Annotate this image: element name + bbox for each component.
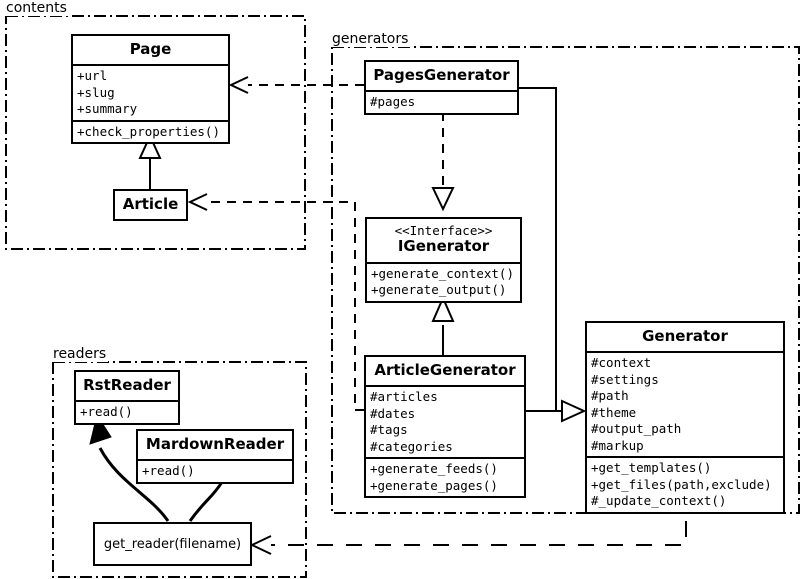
attribute-item: #theme	[591, 404, 637, 420]
attribute-item: #output_path	[591, 421, 682, 437]
attribute-item: #path	[591, 388, 629, 404]
class-name-page: Page	[129, 40, 172, 58]
class-operations-page: +check_properties()	[73, 119, 228, 143]
connector-pagesgenerator-to-page	[228, 76, 364, 94]
package-frame-readers	[52, 361, 307, 578]
class-box-rstreader[interactable]: RstReader +read()	[74, 370, 180, 425]
connector-generator-to-getreader	[249, 492, 687, 555]
operation-item: +read()	[80, 404, 133, 420]
class-stereotype-igenerator: <<Interface>>	[394, 223, 493, 238]
connector-generators-to-generator	[519, 87, 587, 423]
package-label-contents: contents	[4, 0, 69, 16]
class-operations-mardownreader: +read()	[138, 459, 292, 482]
operation-item: +get_files(path,exclude)	[591, 476, 772, 492]
operation-item: +read()	[142, 463, 195, 479]
class-name-rstreader: RstReader	[83, 376, 171, 394]
class-box-article[interactable]: Article	[113, 189, 188, 222]
class-name-text-igenerator: IGenerator	[397, 237, 490, 256]
attribute-item: #pages	[370, 94, 416, 110]
class-attributes-pagesgenerator: #pages	[366, 90, 517, 113]
class-name-article: Article	[122, 195, 179, 213]
operation-item: +check_properties()	[77, 123, 220, 139]
connector-articlegenerator-to-igenerator	[431, 295, 455, 355]
attribute-item: +slug	[77, 84, 115, 100]
attribute-item: #markup	[591, 437, 644, 453]
package-frame-contents	[5, 15, 306, 250]
connector-article-to-page	[138, 133, 162, 192]
connector-pagesgenerator-to-igenerator	[431, 112, 455, 212]
operation-item: #_update_context()	[591, 493, 727, 509]
operation-item: +generate_feeds()	[370, 461, 498, 477]
package-label-readers: readers	[51, 346, 109, 362]
operation-item: +generate_output()	[371, 282, 507, 298]
class-name-mardownreader: MardownReader	[145, 435, 285, 453]
attribute-item: #tags	[370, 422, 408, 438]
connector-articlegenerator-to-article	[187, 193, 364, 411]
class-name-articlegenerator: ArticleGenerator	[374, 361, 516, 379]
attribute-item: +url	[77, 68, 108, 84]
package-frame-generators	[331, 46, 800, 514]
class-box-generator[interactable]: Generator #context #settings #path #them…	[585, 321, 785, 514]
class-operations-igenerator: +generate_context() +generate_output()	[367, 261, 520, 301]
attribute-item: #context	[591, 355, 652, 371]
class-operations-rstreader: +read()	[76, 400, 178, 423]
class-box-pagesgenerator[interactable]: PagesGenerator #pages	[364, 60, 519, 115]
attribute-item: #articles	[370, 389, 438, 405]
operation-item: +generate_context()	[371, 265, 514, 281]
class-attributes-page: +url +slug +summary	[73, 64, 228, 120]
class-box-igenerator[interactable]: <<Interface>> IGenerator +generate_conte…	[365, 217, 522, 303]
operation-item: +get_templates()	[591, 460, 712, 476]
class-attributes-generator: #context #settings #path #theme #output_…	[587, 351, 783, 456]
class-operations-generator: +get_templates() +get_files(path,exclude…	[587, 456, 783, 512]
operation-item: +generate_pages()	[370, 477, 498, 493]
attribute-item: #categories	[370, 438, 453, 454]
class-attributes-articlegenerator: #articles #dates #tags #categories	[366, 385, 524, 457]
class-box-mardownreader[interactable]: MardownReader +read()	[136, 429, 294, 484]
class-name-pagesgenerator: PagesGenerator	[373, 66, 510, 84]
class-box-articlegenerator[interactable]: ArticleGenerator #articles #dates #tags …	[364, 355, 526, 499]
class-name-generator: Generator	[642, 327, 728, 345]
attribute-item: +summary	[77, 101, 138, 117]
class-name-igenerator: <<Interface>> IGenerator	[367, 219, 520, 262]
class-operations-articlegenerator: +generate_feeds() +generate_pages()	[366, 457, 524, 496]
attribute-item: #settings	[591, 371, 659, 387]
attribute-item: #dates	[370, 405, 416, 421]
function-box-get-reader[interactable]: get_reader(filename)	[93, 522, 252, 566]
package-label-generators: generators	[330, 31, 411, 47]
class-box-page[interactable]: Page +url +slug +summary +check_properti…	[71, 34, 230, 145]
